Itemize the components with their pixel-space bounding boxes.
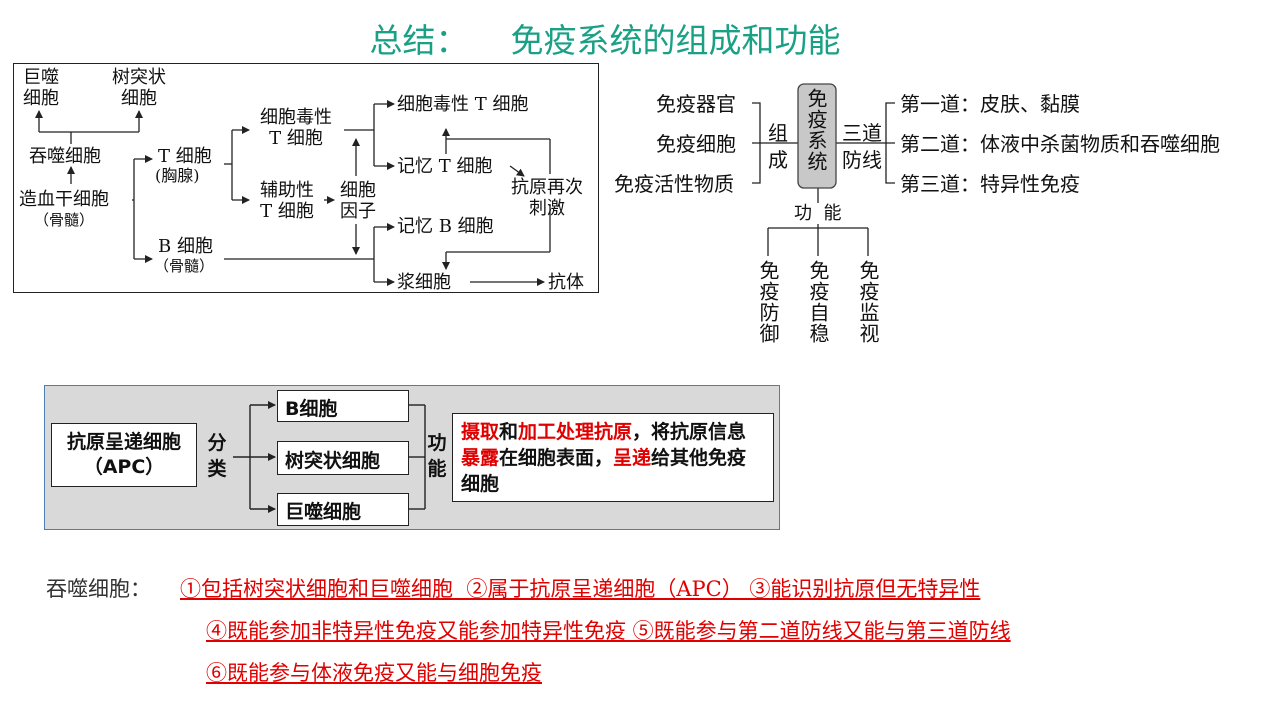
b-cell-source: （骨髓） xyxy=(154,257,215,275)
cytokine-label: 细胞 因子 xyxy=(340,180,376,222)
stem-cell-source: （骨髓） xyxy=(34,211,95,229)
immune-system-diagram: 免疫器官 免疫细胞 免疫活性物质 组 成 免疫系统 三道 防线 第一道：皮肤、黏… xyxy=(600,78,1280,358)
phagocyte-label: 吞噬细胞 xyxy=(29,146,101,167)
memory-t-cell-label: 记忆 T 细胞 xyxy=(397,156,493,177)
apc-box: 抗原呈递细胞 （APC） xyxy=(51,423,197,487)
function-label-apc: 功 能 xyxy=(427,432,447,480)
plasma-cell-label: 浆细胞 xyxy=(397,272,451,293)
stem-cell-label: 造血干细胞 xyxy=(19,189,109,210)
summary-line-2: ④既能参加非特异性免疫又能参加特异性免疫 ⑤既能参与第二道防线又能与第三道防线 xyxy=(206,619,1011,643)
process-antigen-keyword: 加工处理抗原 xyxy=(518,421,633,443)
immune-cell-diagram: 巨噬 细胞 树突状 细胞 吞噬细胞 造血干细胞 （骨髓） T 细胞 (胸腺) B… xyxy=(13,63,599,293)
first-defense-line: 第一道：皮肤、黏膜 xyxy=(900,92,1080,116)
composition-label: 组 成 xyxy=(768,121,788,172)
desc-text-1: 和 xyxy=(499,421,519,443)
helper-t-cell-label: 辅助性 T 细胞 xyxy=(260,180,314,222)
uptake-keyword: 摄取 xyxy=(461,421,500,443)
function-label: 功 能 xyxy=(794,203,842,224)
apc-panel: 抗原呈递细胞 （APC） 分 类 B细胞 树突状细胞 巨噬细胞 功 能 摄取和加… xyxy=(44,385,780,530)
immune-surveillance-label: 免疫监视 xyxy=(856,260,880,344)
summary-line-1: ①包括树突状细胞和巨噬细胞 ②属于抗原呈递细胞（APC） ③能识别抗原但无特异性 xyxy=(180,577,981,601)
cytotoxic-t-cell-label: 细胞毒性 T 细胞 xyxy=(260,107,332,149)
b-cell-label: B 细胞 xyxy=(158,236,213,257)
immune-defense-label: 免疫防御 xyxy=(756,260,780,344)
page-title: 总结： 免疫系统的组成和功能 xyxy=(369,21,841,60)
immune-system-box: 免疫系统 xyxy=(804,88,828,172)
immune-cell-connectors xyxy=(35,100,551,286)
t-cell-source: (胸腺) xyxy=(155,166,200,185)
cytotoxic-t-cell-result: 细胞毒性 T 细胞 xyxy=(397,94,529,115)
macrophage-box: 巨噬细胞 xyxy=(277,493,409,526)
immune-active-substances-label: 免疫活性物质 xyxy=(614,172,734,196)
apc-connectors xyxy=(233,401,426,513)
third-defense-line: 第三道：特异性免疫 xyxy=(900,172,1080,196)
antigen-restimulation-label: 抗原再次 刺激 xyxy=(511,177,583,219)
dendritic-cell-label: 树突状 细胞 xyxy=(112,67,166,109)
second-defense-line: 第二道：体液中杀菌物质和吞噬细胞 xyxy=(900,132,1220,156)
t-cell-label: T 细胞 xyxy=(158,146,212,167)
macrophage-label: 巨噬 细胞 xyxy=(23,67,59,109)
immune-stability-label: 免疫自稳 xyxy=(806,260,830,344)
desc-text-3: 在细胞表面， xyxy=(499,447,614,469)
antibody-label: 抗体 xyxy=(548,272,584,293)
immune-organs-label: 免疫器官 xyxy=(656,92,736,116)
b-cell-box: B细胞 xyxy=(277,390,409,422)
three-defense-lines-label: 三道 防线 xyxy=(842,121,882,172)
memory-b-cell-label: 记忆 B 细胞 xyxy=(397,216,494,237)
apc-function-description: 摄取和加工处理抗原，将抗原信息暴露在细胞表面，呈递给其他免疫细胞 xyxy=(452,413,774,502)
classification-label: 分 类 xyxy=(207,432,227,480)
dendritic-cell-box: 树突状细胞 xyxy=(277,441,409,475)
phagocyte-summary-label: 吞噬细胞： xyxy=(46,577,151,601)
immune-system-connectors xyxy=(752,83,895,256)
desc-text-4: 给其他免疫细胞 xyxy=(461,447,747,495)
immune-cells-label: 免疫细胞 xyxy=(656,132,736,156)
desc-text-2: ，将抗原信息 xyxy=(632,421,747,443)
present-keyword: 呈递 xyxy=(613,447,652,469)
summary-line-3: ⑥既能参与体液免疫又能与细胞免疫 xyxy=(206,661,542,685)
expose-keyword: 暴露 xyxy=(461,447,500,469)
